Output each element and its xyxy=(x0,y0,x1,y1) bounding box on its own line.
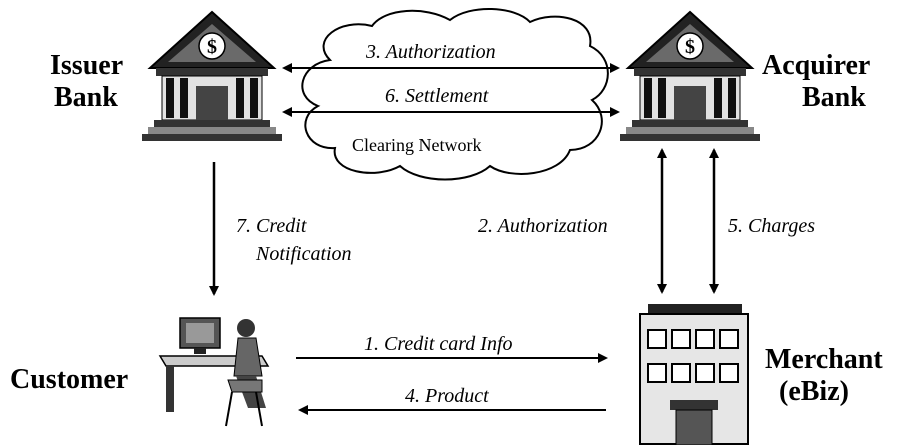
customer-icon xyxy=(158,317,270,427)
clearing-network-cloud xyxy=(301,8,609,181)
clearing-network-label: Clearing Network xyxy=(352,135,482,155)
merchant-icon xyxy=(639,304,749,445)
flow-7-label: 7. Credit Notification xyxy=(236,214,352,266)
merchant-label-line2: (eBiz) xyxy=(779,376,849,407)
issuer-bank-sign: $ xyxy=(207,36,217,58)
flow-7-label-line1: 7. Credit xyxy=(236,215,307,237)
merchant-label-line1: Merchant xyxy=(765,344,883,375)
issuer-bank-label: Issuer Bank xyxy=(50,50,123,114)
issuer-bank-label-line2: Bank xyxy=(54,82,118,113)
flow-1-label: 1. Credit card Info xyxy=(364,333,513,355)
flow-3-label: 3. Authorization xyxy=(366,41,496,63)
flow-6-label: 6. Settlement xyxy=(385,85,489,107)
acquirer-bank-label-line1: Acquirer xyxy=(762,50,871,81)
flow-2-label: 2. Authorization xyxy=(478,215,608,237)
flow-7-label-line2: Notification xyxy=(256,243,352,265)
issuer-bank-icon xyxy=(142,10,282,141)
acquirer-bank-sign: $ xyxy=(685,36,695,58)
flow-5-label: 5. Charges xyxy=(728,215,816,237)
flow-4-label: 4. Product xyxy=(405,385,489,407)
acquirer-bank-label-line2: Bank xyxy=(802,82,866,113)
acquirer-bank-icon xyxy=(620,10,760,141)
customer-label: Customer xyxy=(10,364,129,395)
merchant-label: Merchant (eBiz) xyxy=(765,344,883,408)
issuer-bank-label-line1: Issuer xyxy=(50,50,124,81)
acquirer-bank-label: Acquirer Bank xyxy=(762,50,870,114)
